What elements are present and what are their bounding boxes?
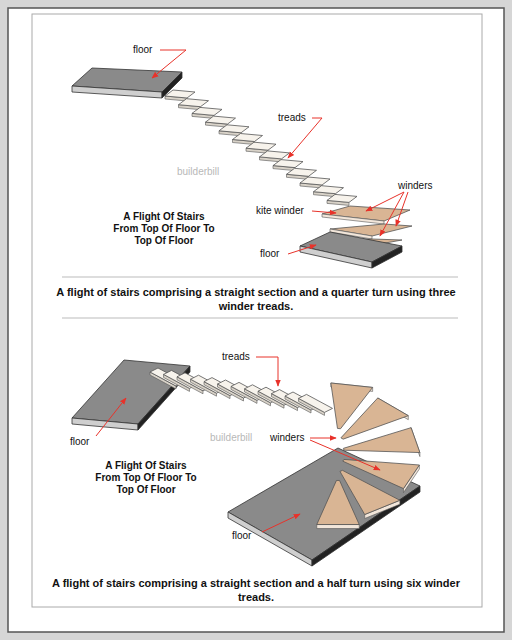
part-label: floor xyxy=(260,248,279,260)
part-label: floor xyxy=(70,436,89,448)
part-label: winders xyxy=(270,432,304,444)
watermark: builderbill xyxy=(210,432,252,444)
winders xyxy=(317,383,420,529)
upper-floor xyxy=(72,68,182,98)
part-label: treads xyxy=(222,351,250,363)
figure-heading: A Flight Of Stairs From Top Of Floor To … xyxy=(112,211,216,247)
caption: A flight of stairs comprising a straight… xyxy=(44,285,468,313)
page-frame xyxy=(32,14,482,607)
lower-floor xyxy=(300,232,402,268)
part-label: kite winder xyxy=(256,205,304,217)
part-label: winders xyxy=(398,180,432,192)
treads xyxy=(150,368,333,415)
figure-heading: A Flight Of Stairs From Top Of Floor To … xyxy=(94,460,198,496)
separator xyxy=(62,318,458,319)
treads xyxy=(165,90,357,205)
watermark: builderbill xyxy=(177,166,219,178)
page xyxy=(8,8,504,632)
part-label: floor xyxy=(133,44,152,56)
lower-floor xyxy=(228,448,420,566)
part-label: treads xyxy=(278,112,306,124)
part-label: floor xyxy=(232,530,251,542)
caption: A flight of stairs comprising a straight… xyxy=(44,576,468,604)
separator xyxy=(62,277,458,278)
